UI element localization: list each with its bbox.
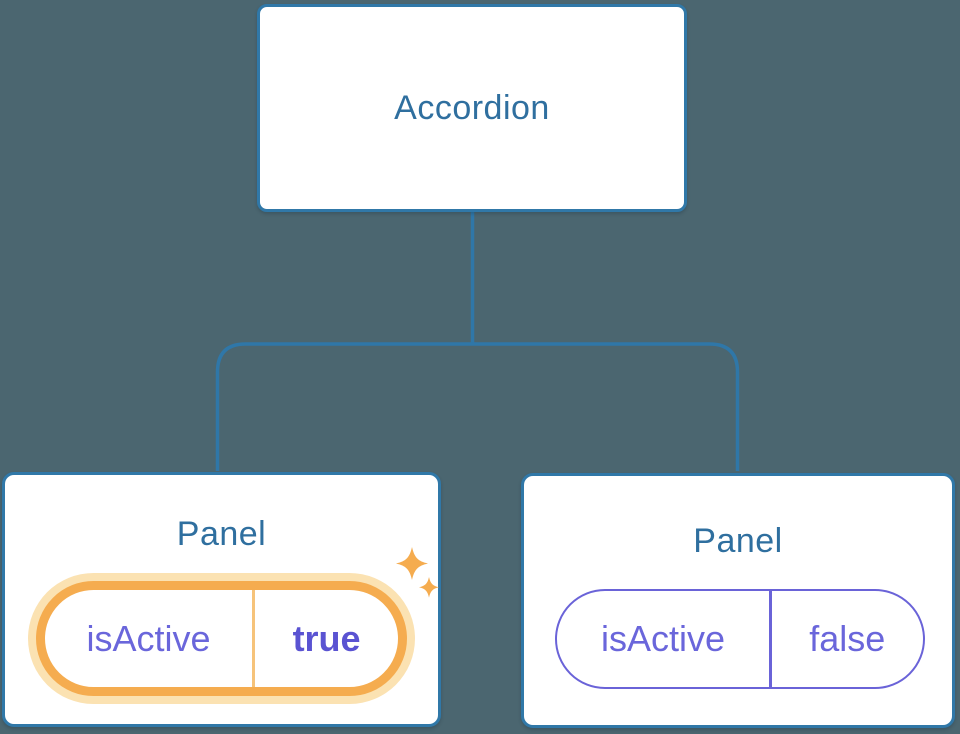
state-pill-active-ring: isActive true [36, 581, 407, 696]
state-key-label: isActive [86, 617, 211, 659]
state-pill-inactive: isActive false [555, 589, 925, 689]
panel-node-label: Panel [693, 522, 783, 560]
state-key-label: isActive [601, 618, 726, 659]
state-value-label: false [809, 618, 886, 659]
connector-branch-bracket [215, 342, 740, 471]
panel-node-label: Panel [176, 515, 267, 553]
state-pill-active: isActive true [28, 573, 415, 704]
accordion-node-label: Accordion [394, 88, 550, 127]
state-value-label: true [292, 617, 361, 659]
accordion-node: Accordion [257, 4, 687, 212]
sparkles-icon [396, 547, 439, 598]
pill-divider [769, 591, 772, 687]
pill-divider [252, 590, 256, 687]
panel-node-active: Panel isActive true [2, 472, 441, 727]
panel-node-inactive: Panel isActive false [521, 473, 955, 728]
